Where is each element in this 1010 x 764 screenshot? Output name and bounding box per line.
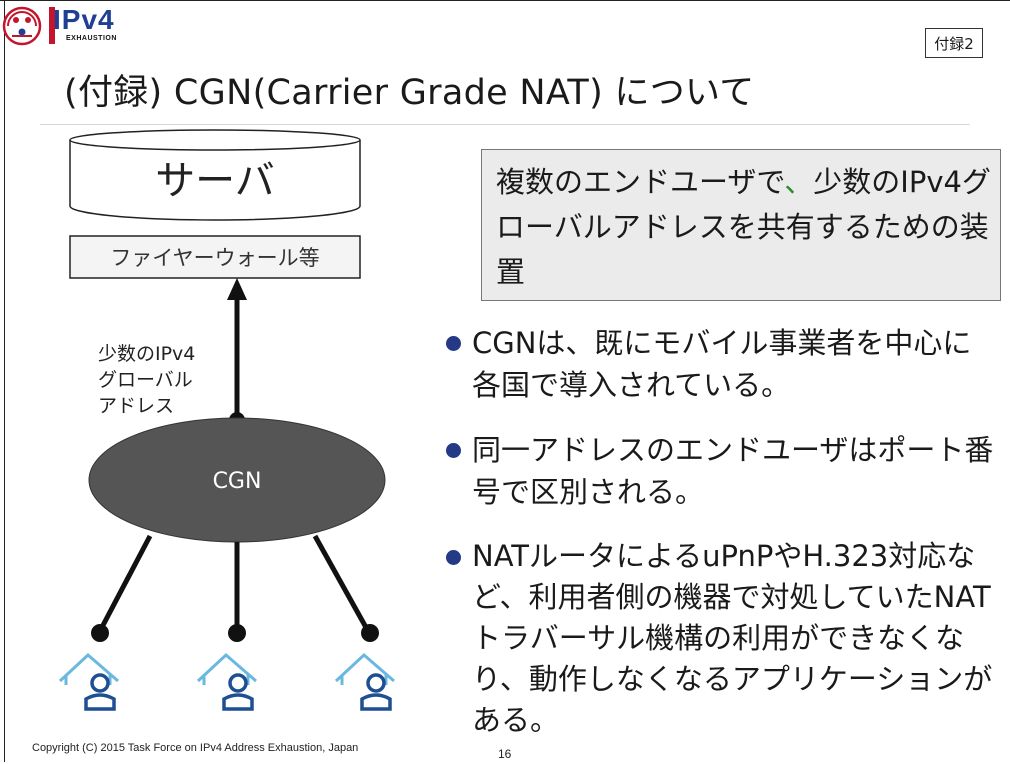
logo-seal-icon [2,6,42,46]
bullet-text: CGNは、既にモバイル事業者を中心に各国で導入されている。 [472,326,972,402]
user-home-icon [334,652,395,711]
bullet-dot-icon [446,550,461,565]
definition-text-rest: 少数のIPv4グローバルアドレスを共有するための装置 [496,165,991,289]
logo-tagline: EXHAUSTION [66,35,117,42]
cgn-label: CGN [213,469,262,494]
logo-accent-bar [49,7,55,44]
address-label-line-3: アドレス [98,395,174,417]
downlink-dot-center [228,624,246,642]
downlink-line-right [312,534,371,633]
bullet-list: CGNは、既にモバイル事業者を中心に各国で導入されている。 同一アドレスのエンド… [440,322,1000,764]
definition-text-start: 複数のエンドユーザで [496,165,785,199]
slide-frame [4,0,1008,762]
bullet-text: 同一アドレスのエンドユーザはポート番号で区別される。 [472,433,994,509]
server-cylinder [69,129,361,221]
downlink-line-left [97,534,153,633]
bullet-dot-icon [446,336,461,351]
definition-comma: 、 [784,165,814,199]
firewall-label: ファイヤーウォール等 [110,246,319,270]
uplink-arrowhead [227,278,247,300]
user-home-icon [196,652,257,711]
cgn-diagram: サーバ ファイヤーウォール等 少数のIPv4 グローバル アドレス CGN [58,129,395,711]
definition-box: 複数のエンドユーザで、少数のIPv4グローバルアドレスを共有するための装置 [481,149,1001,301]
address-label-line-2: グローバル [98,369,193,391]
bullet-text: NATルータによるuPnPやH.323対応など、利用者側の機器で対処していたNA… [472,539,993,737]
logo-brand-text: IPv4 [53,4,115,35]
bullet-item: CGNは、既にモバイル事業者を中心に各国で導入されている。 [440,322,1000,406]
firewall-box [69,235,361,279]
downlink-dot-left [91,624,109,642]
address-label-line-1: 少数のIPv4 [98,343,195,365]
bullet-dot-icon [446,443,461,458]
bullet-item: 同一アドレスのエンドユーザはポート番号で区別される。 [440,429,1000,513]
copyright-footer: Copyright (C) 2015 Task Force on IPv4 Ad… [32,742,359,754]
page-title: (付録) CGN(Carrier Grade NAT) について [64,73,755,113]
appendix-badge: 付録2 [925,28,983,58]
server-label: サーバ [155,158,275,204]
user-home-icon [58,652,119,711]
page-number: 16 [498,747,512,761]
title-divider [40,124,970,125]
ipv4-exhaustion-logo: IPv4 EXHAUSTION [2,4,142,46]
top-border [0,0,1010,1]
bullet-item: NATルータによるuPnPやH.323対応など、利用者側の機器で対処していたNA… [440,536,1000,741]
downlink-dot-right [361,624,379,642]
